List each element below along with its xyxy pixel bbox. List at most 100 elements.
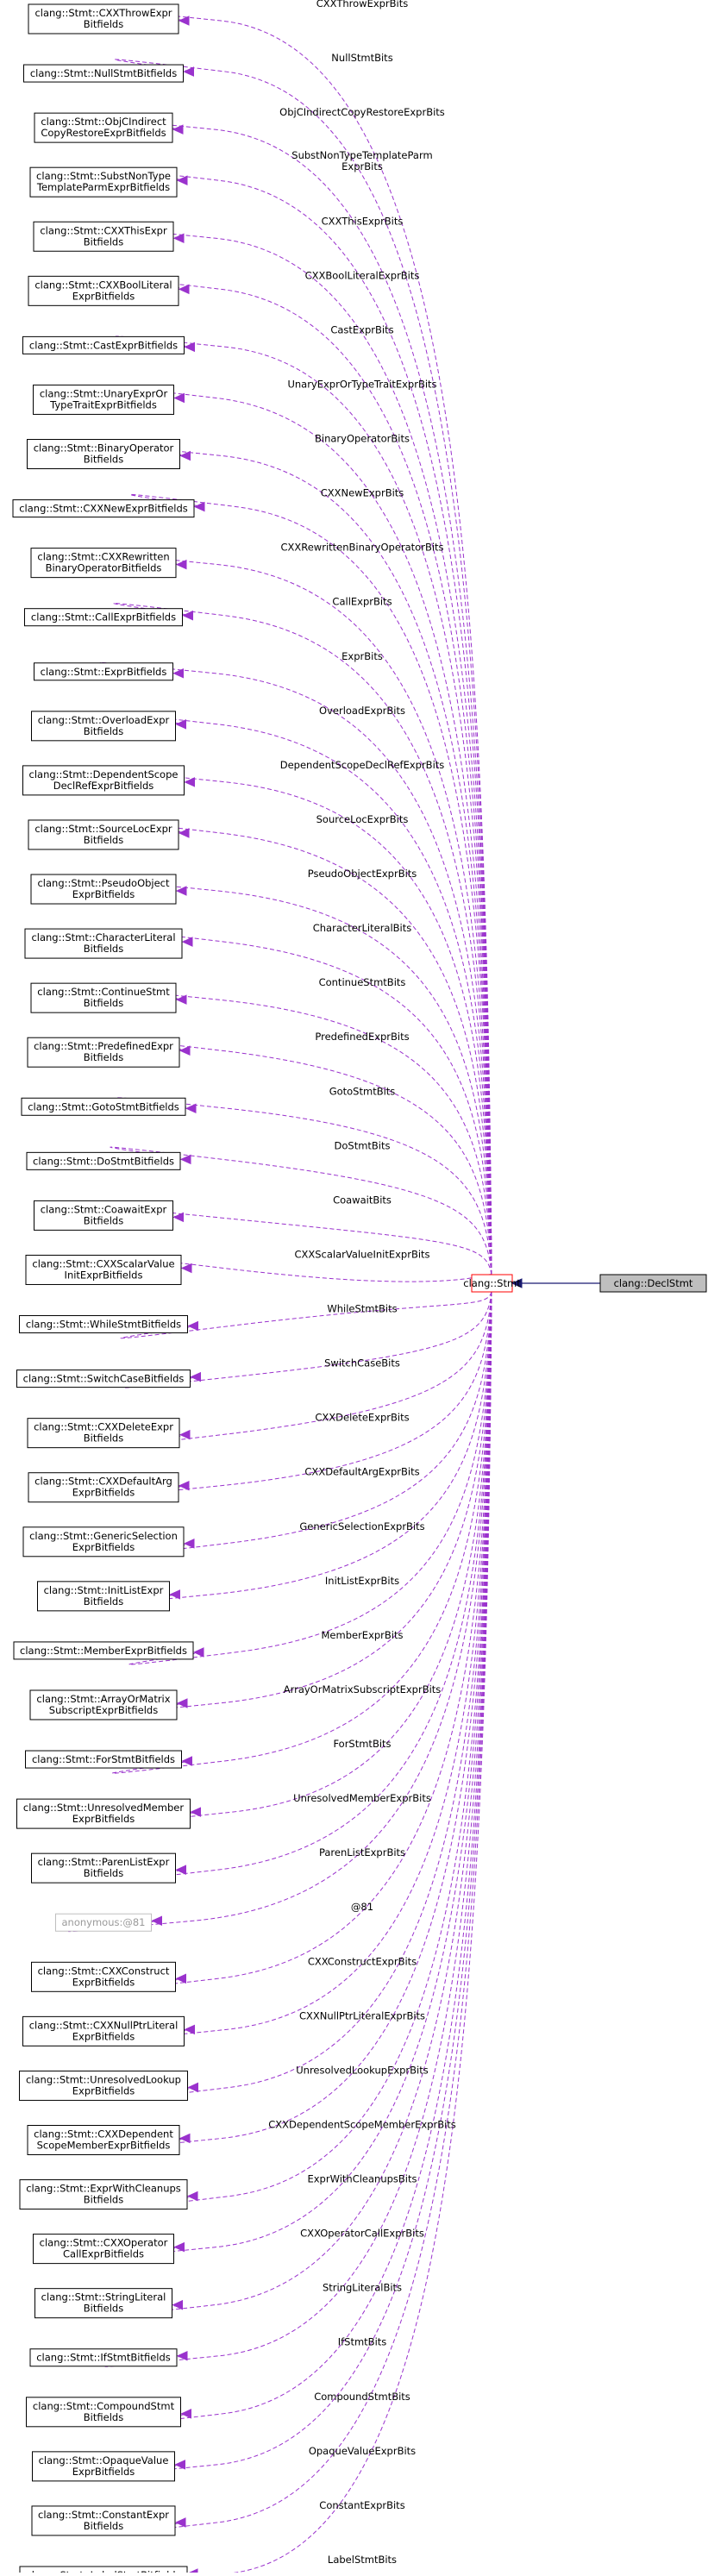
bitfield-node[interactable]: clang::Stmt::ArrayOrMatrixSubscriptExprB…: [29, 1689, 178, 1720]
bitfield-node-label: clang::Stmt::WhileStmtBitfields: [26, 1319, 181, 1331]
member-edge-label: DoStmtBits: [335, 1139, 391, 1151]
member-edge-label: CXXOperatorCallExprBits: [300, 2228, 424, 2240]
bitfield-node-label: Bitfields: [84, 2411, 123, 2423]
member-edge-arrowhead: [179, 2133, 191, 2144]
bitfield-node[interactable]: clang::Stmt::NullStmtBitfields: [23, 64, 184, 83]
bitfield-node[interactable]: clang::Stmt::ExprBitfields: [34, 662, 173, 681]
bitfield-node-label: BinaryOperatorBitfields: [46, 562, 162, 574]
member-edge-label: CoawaitBits: [333, 1194, 392, 1206]
bitfield-node[interactable]: clang::Stmt::CXXNewExprBitfields: [12, 499, 195, 518]
bitfield-node[interactable]: clang::Stmt::CXXScalarValueInitExprBitfi…: [25, 1254, 182, 1285]
member-edge: [104, 1291, 492, 1714]
bitfield-node-box: [22, 335, 185, 354]
bitfield-node-box: [28, 819, 179, 850]
bitfield-node[interactable]: clang::Stmt::MemberExprBitfields: [13, 1641, 194, 1660]
member-edge-label: MemberExprBits: [322, 1629, 404, 1641]
bitfield-node[interactable]: clang::Stmt::LabelStmtBitfields: [19, 2566, 188, 2576]
bitfield-node-label: clang::Stmt::ForStmtBitfields: [32, 1753, 175, 1765]
bitfield-node[interactable]: clang::Stmt::CastExprBitfields: [22, 335, 185, 354]
bitfield-node-label: clang::Stmt::CXXDependent: [34, 2128, 173, 2140]
bitfield-node-label: Bitfields: [84, 454, 123, 466]
member-edge-arrowhead: [179, 1429, 191, 1440]
bitfield-node-label: TemplateParmExprBitfields: [36, 181, 170, 193]
member-edge: [109, 1037, 492, 1275]
bitfield-node-label: clang::Stmt::CXXOperator: [40, 2237, 168, 2249]
bitfield-node[interactable]: clang::Stmt::SubstNonTypeTemplateParmExp…: [29, 166, 178, 197]
bitfield-node-label: clang::Stmt::PseudoObject: [37, 877, 170, 889]
bitfield-node-box: [26, 1151, 181, 1170]
member-edge-label: ForStmtBits: [333, 1738, 391, 1750]
bitfield-node[interactable]: clang::Stmt::CXXNullPtrLiteralExprBitfie…: [22, 2015, 185, 2046]
bitfield-node[interactable]: clang::Stmt::BinaryOperatorBitfields: [27, 439, 180, 470]
bitfield-node-label: clang::Stmt::DoStmtBitfields: [33, 1155, 174, 1167]
bitfield-node-label: clang::Stmt::StringLiteral: [41, 2291, 166, 2303]
member-edge-label: CXXThrowExprBits: [316, 0, 409, 9]
bitfield-node[interactable]: clang::Stmt::CXXOperatorCallExprBitfield…: [33, 2234, 174, 2265]
bitfield-node-box: [27, 2124, 180, 2155]
member-edge: [99, 661, 492, 1275]
bitfield-node-label: Bitfields: [84, 235, 123, 248]
bitfield-node[interactable]: clang::Stmt::CXXDependentScopeMemberExpr…: [27, 2124, 180, 2155]
member-edge-arrowhead: [179, 450, 191, 461]
bitfield-node[interactable]: clang::Stmt::UnaryExprOrTypeTraitExprBit…: [33, 384, 174, 415]
bitfield-node[interactable]: clang::Stmt::SwitchCaseBitfields: [16, 1369, 191, 1388]
member-edge-arrowhead: [180, 1263, 192, 1274]
bitfield-node-label: clang::Stmt::CXXRewritten: [37, 551, 169, 563]
member-edge-label: CXXNewExprBits: [321, 487, 404, 499]
member-edge: [128, 1291, 492, 1665]
bitfield-node[interactable]: clang::Stmt::CallExprBitfields: [24, 608, 183, 627]
member-edge-arrowhead: [174, 2460, 185, 2470]
member-edge: [104, 167, 492, 1275]
bitfield-node-label: TypeTraitExprBitfields: [49, 398, 157, 411]
bitfield-node[interactable]: clang::Stmt::ObjCIndirectCopyRestoreExpr…: [34, 112, 173, 143]
bitfield-node-box: [16, 1369, 191, 1388]
bitfield-node[interactable]: clang::Stmt::UnresolvedLookupExprBitfiel…: [19, 2070, 188, 2101]
bitfield-node[interactable]: clang::Stmt::GotoStmtBitfields: [21, 1097, 186, 1116]
bitfield-node-label: anonymous:@81: [62, 1916, 146, 1928]
bitfield-node[interactable]: clang::Stmt::UnresolvedMemberExprBitfiel…: [16, 1798, 191, 1829]
bitfield-node-box: [31, 1961, 176, 1992]
member-edge-label: ParenListExprBits: [319, 1846, 405, 1858]
member-edge: [120, 1291, 492, 2209]
bitfield-node[interactable]: anonymous:@81: [55, 1913, 152, 1932]
member-edge: [110, 1146, 492, 1275]
member-edge-label: InitListExprBits: [325, 1575, 399, 1587]
member-edge: [68, 1291, 492, 1933]
member-edge-label: CXXDependentScopeMemberExprBits: [268, 2118, 456, 2130]
member-edge-arrowhead: [173, 2241, 185, 2253]
bitfield-node[interactable]: clang::Stmt::CXXRewrittenBinaryOperatorB…: [30, 548, 177, 579]
bitfield-node-label: clang::Stmt::BinaryOperator: [34, 442, 174, 454]
bitfield-node[interactable]: clang::Stmt::IfStmtBitfields: [29, 2348, 178, 2367]
bitfield-node[interactable]: clang::Stmt::DependentScopeDeclRefExprBi…: [22, 765, 185, 796]
member-edge-arrowhead: [182, 610, 193, 621]
bitfield-node-label: clang::Stmt::SwitchCaseBitfields: [23, 1373, 185, 1385]
bitfield-node[interactable]: clang::Stmt::GenericSelectionExprBitfiel…: [22, 1526, 185, 1558]
bitfield-node[interactable]: clang::Stmt::DoStmtBitfields: [26, 1151, 181, 1170]
bitfield-node[interactable]: clang::Stmt::ForStmtBitfields: [25, 1750, 182, 1769]
bitfield-node[interactable]: clang::Stmt::WhileStmtBitfields: [19, 1315, 188, 1334]
bitfield-node-box: [34, 662, 173, 681]
member-edge-label: ExprBits: [341, 160, 383, 172]
hub-node[interactable]: clang::Stmt: [463, 1274, 521, 1293]
target-node[interactable]: clang::DeclStmt: [599, 1274, 707, 1293]
